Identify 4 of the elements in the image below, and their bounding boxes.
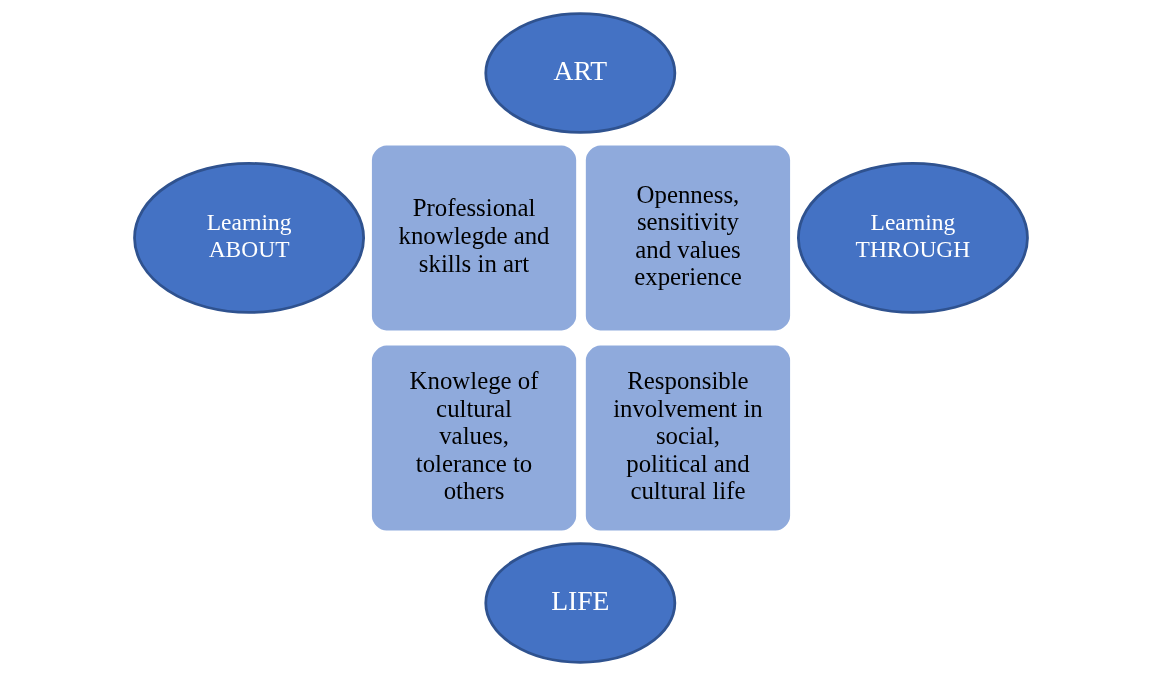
node-ellipse: ART [484, 12, 677, 134]
node-ellipse: Learning THROUGH [797, 162, 1029, 314]
node-ellipse: LIFE [484, 542, 677, 664]
node-ellipse: Learning ABOUT [133, 162, 365, 314]
